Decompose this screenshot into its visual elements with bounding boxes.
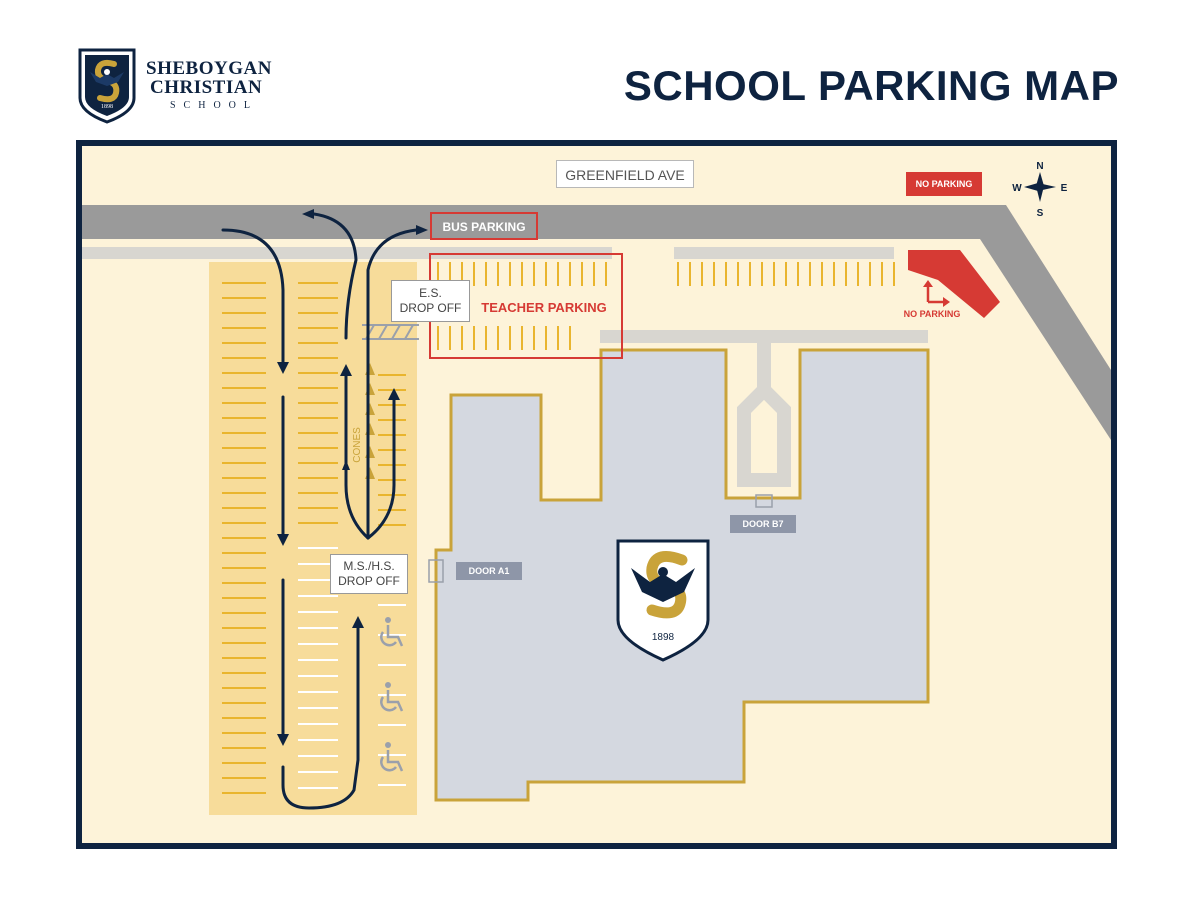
es-dropoff-line2: DROP OFF xyxy=(399,301,462,315)
wheelchair-icon xyxy=(380,617,404,647)
wheelchair-icon xyxy=(380,682,404,712)
traffic-arrows xyxy=(221,212,418,810)
teacher-parking-label: TEACHER PARKING xyxy=(481,300,607,315)
driveway-loop xyxy=(737,343,791,487)
no-parking-arrows xyxy=(926,285,945,304)
street-label: GREENFIELD AVE xyxy=(556,160,694,188)
wheelchair-icons xyxy=(380,617,404,772)
diagonal-road xyxy=(980,205,1111,440)
parking-map: 1898 CONES N S W E xyxy=(76,140,1117,849)
logo-text-line1: SHEBOYGAN xyxy=(146,58,272,79)
greenfield-road xyxy=(82,205,980,239)
es-dropoff-label: E.S. DROP OFF xyxy=(391,280,470,322)
building-shield-logo-icon xyxy=(616,539,710,662)
mshs-dropoff-line1: M.S./H.S. xyxy=(343,559,395,573)
map-canvas: 1898 CONES N S W E xyxy=(76,140,1117,849)
sidewalk-west xyxy=(82,247,612,259)
no-parking-zone xyxy=(908,250,1000,318)
logo-text-line2: CHRISTIAN xyxy=(150,77,263,98)
stalls-teacher-row2 xyxy=(437,326,571,350)
compass-n: N xyxy=(1036,161,1043,172)
sidewalk-east xyxy=(674,247,894,259)
eagle-shield-logo-icon xyxy=(78,48,136,124)
logo-year: 1898 xyxy=(101,104,113,110)
bus-parking-label: BUS PARKING xyxy=(430,212,538,240)
door-a1-label: DOOR A1 xyxy=(456,562,522,580)
door-b7-label: DOOR B7 xyxy=(730,515,796,533)
stalls-mid xyxy=(298,282,338,524)
no-parking-label: NO PARKING xyxy=(903,309,961,319)
sidewalk-building xyxy=(600,330,928,343)
stalls-left xyxy=(222,282,266,794)
arrow-heads xyxy=(277,209,428,746)
compass-rose-icon xyxy=(1024,172,1056,202)
es-dropoff-line1: E.S. xyxy=(419,286,442,300)
no-parking-badge: NO PARKING xyxy=(906,172,982,196)
compass-s: S xyxy=(1037,208,1044,219)
mshs-dropoff-label: M.S./H.S. DROP OFF xyxy=(330,554,408,594)
stalls-east-row xyxy=(677,262,895,286)
compass-e: E xyxy=(1061,183,1068,194)
cones-label: CONES xyxy=(352,427,363,463)
mshs-dropoff-line2: DROP OFF xyxy=(338,574,400,588)
wheelchair-icon xyxy=(380,742,404,772)
compass-w: W xyxy=(1012,183,1022,194)
page-title: SCHOOL PARKING MAP xyxy=(623,62,1119,109)
school-logo: 1898 xyxy=(78,48,136,124)
building-year: 1898 xyxy=(652,632,675,643)
logo-text-line3: SCHOOL xyxy=(170,100,259,111)
